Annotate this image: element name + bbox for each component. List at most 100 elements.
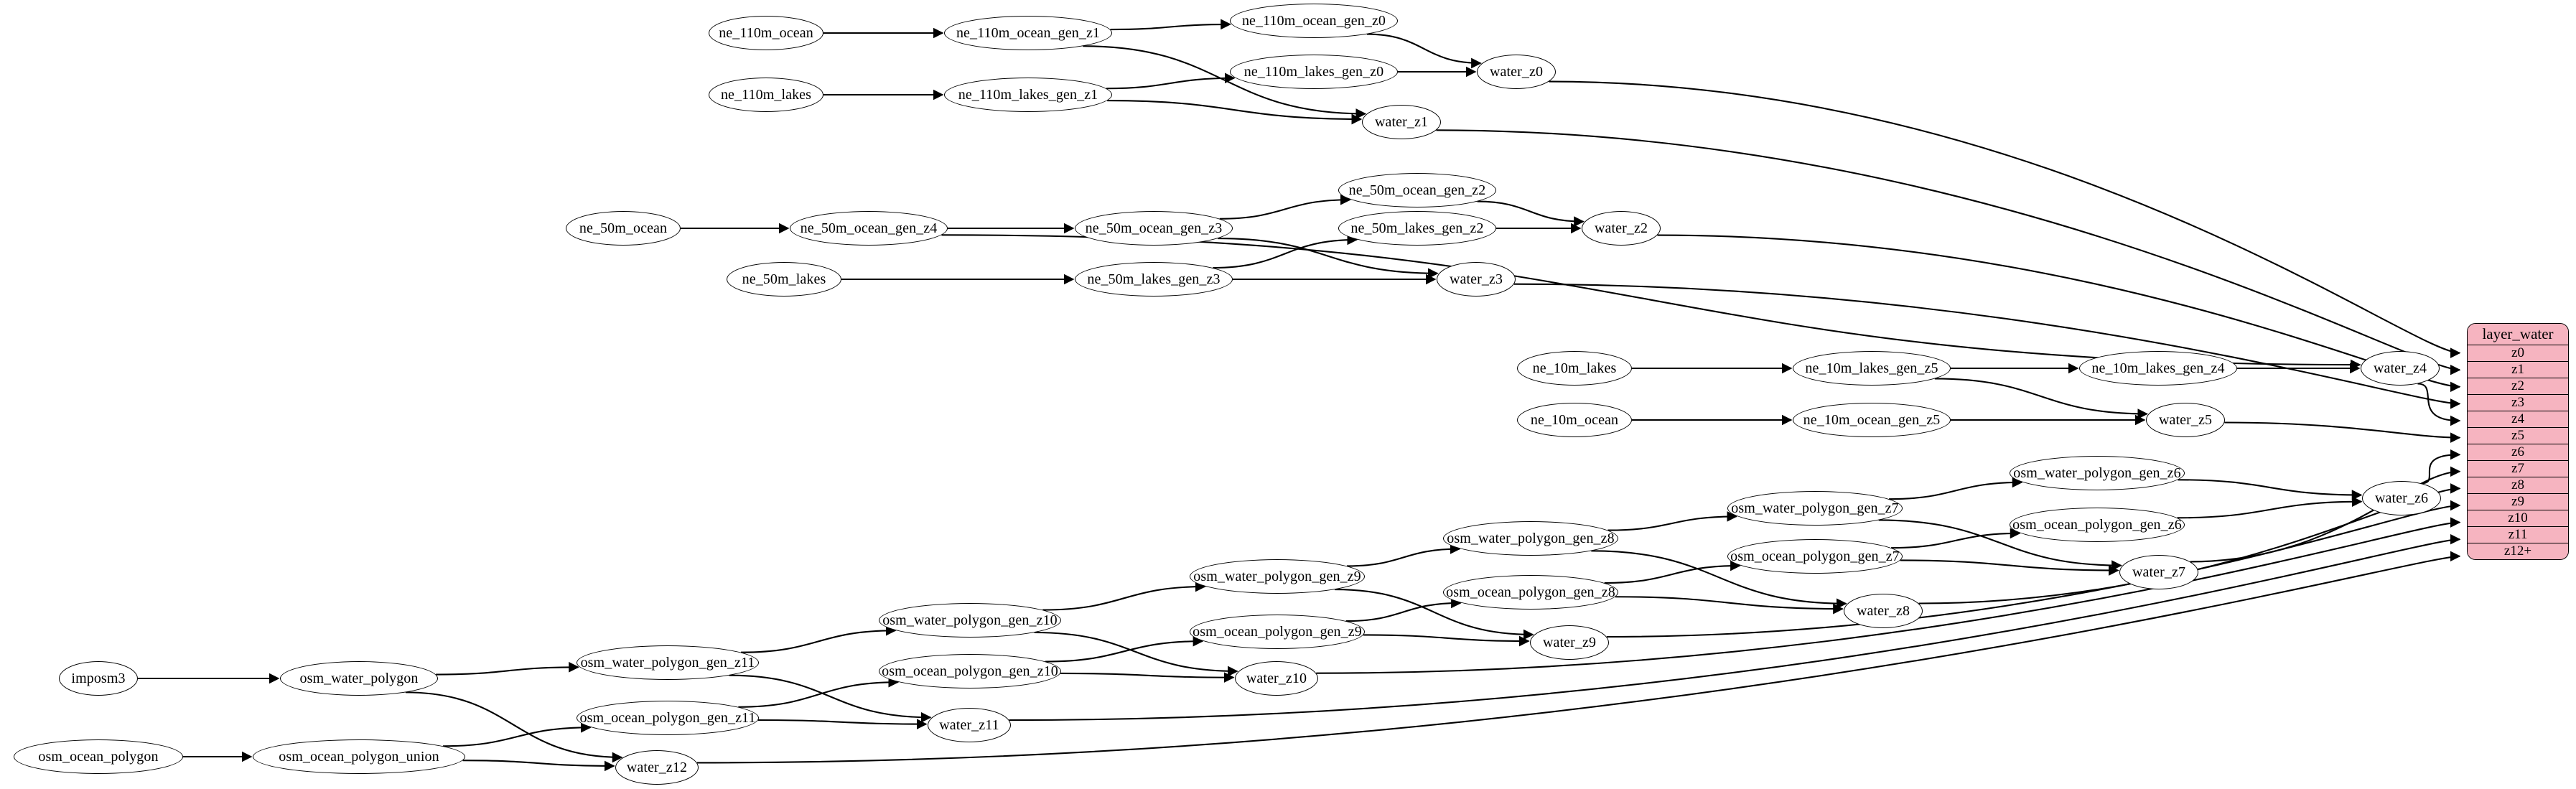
node-label: osm_water_polygon: [299, 671, 419, 686]
node-osm_water_polygon_gen_z6[interactable]: osm_water_polygon_gen_z6: [2010, 456, 2185, 490]
node-label: ne_50m_lakes_gen_z3: [1087, 271, 1221, 287]
node-water_z2[interactable]: water_z2: [1582, 211, 1661, 246]
node-label: osm_water_polygon_gen_z10: [882, 612, 1058, 628]
node-osm_ocean_polygon_gen_z11[interactable]: osm_ocean_polygon_gen_z11: [577, 701, 759, 735]
node-ne_50m_ocean_gen_z3[interactable]: ne_50m_ocean_gen_z3: [1075, 211, 1233, 246]
node-label: ne_110m_ocean_gen_z0: [1241, 13, 1386, 29]
node-label: water_z11: [939, 717, 999, 733]
edge-ne_110m_lakes_gen_z1-to-water_z1: [1107, 100, 1363, 125]
legend-row-z10: z10: [2468, 510, 2568, 527]
legend-row-z7: z7: [2468, 461, 2568, 477]
legend-row-z6: z6: [2468, 444, 2568, 461]
node-label: osm_ocean_polygon_gen_z10: [882, 663, 1058, 679]
node-osm_water_polygon_gen_z10[interactable]: osm_water_polygon_gen_z10: [879, 603, 1061, 638]
node-label: water_z3: [1449, 271, 1503, 287]
legend-row-z5: z5: [2468, 428, 2568, 444]
node-label: ne_50m_lakes: [742, 271, 826, 287]
node-osm_ocean_polygon_union[interactable]: osm_ocean_polygon_union: [253, 739, 465, 774]
node-water_z8[interactable]: water_z8: [1844, 594, 1923, 628]
legend-row-z9: z9: [2468, 494, 2568, 510]
node-water_z1[interactable]: water_z1: [1362, 105, 1441, 139]
node-water_z4[interactable]: water_z4: [2361, 351, 2440, 386]
node-osm_water_polygon[interactable]: osm_water_polygon: [280, 661, 438, 696]
node-osm_ocean_polygon_gen_z7[interactable]: osm_ocean_polygon_gen_z7: [1727, 539, 1903, 574]
node-ne_50m_lakes[interactable]: ne_50m_lakes: [727, 262, 841, 297]
node-label: ne_110m_lakes_gen_z0: [1243, 64, 1384, 80]
node-label: osm_water_polygon_gen_z9: [1193, 569, 1361, 584]
node-water_z9[interactable]: water_z9: [1530, 625, 1609, 660]
node-label: osm_ocean_polygon_gen_z8: [1446, 584, 1615, 600]
edge-water_z0-to-layer_water_z0: [1549, 80, 2461, 358]
edge-osm_ocean_polygon_gen_z9-to-water_z9: [1363, 634, 1530, 647]
node-label: ne_10m_ocean: [1530, 412, 1619, 428]
node-label: ne_50m_ocean_gen_z2: [1348, 182, 1486, 198]
node-label: ne_110m_ocean: [719, 25, 813, 41]
node-label: ne_10m_lakes_gen_z5: [1805, 360, 1938, 376]
node-osm_water_polygon_gen_z8[interactable]: osm_water_polygon_gen_z8: [1443, 521, 1618, 556]
node-imposm3[interactable]: imposm3: [59, 661, 138, 696]
node-water_z7[interactable]: water_z7: [2119, 555, 2198, 589]
node-ne_50m_lakes_gen_z3[interactable]: ne_50m_lakes_gen_z3: [1075, 262, 1233, 297]
edge-ne_110m_ocean_gen_z0-to-water_z0: [1366, 33, 1482, 69]
node-ne_50m_ocean[interactable]: ne_50m_ocean: [566, 211, 681, 246]
node-osm_ocean_polygon_gen_z9[interactable]: osm_ocean_polygon_gen_z9: [1190, 615, 1365, 649]
node-osm_water_polygon_gen_z11[interactable]: osm_water_polygon_gen_z11: [577, 645, 759, 680]
legend-row-z0: z0: [2468, 345, 2568, 362]
edge-osm_ocean_polygon_gen_z7-to-water_z7: [1900, 559, 2119, 576]
node-ne_10m_ocean_gen_z5[interactable]: ne_10m_ocean_gen_z5: [1793, 403, 1951, 437]
legend-row-z12+: z12+: [2468, 543, 2568, 559]
node-ne_50m_ocean_gen_z4[interactable]: ne_50m_ocean_gen_z4: [790, 211, 948, 246]
edge-osm_ocean_polygon_gen_z8-to-water_z8: [1615, 596, 1844, 615]
node-water_z10[interactable]: water_z10: [1235, 661, 1318, 696]
node-label: osm_ocean_polygon: [38, 749, 159, 765]
node-ne_110m_lakes[interactable]: ne_110m_lakes: [709, 78, 823, 112]
node-ne_110m_lakes_gen_z1[interactable]: ne_110m_lakes_gen_z1: [944, 78, 1112, 112]
node-osm_ocean_polygon[interactable]: osm_ocean_polygon: [14, 739, 183, 774]
node-ne_110m_lakes_gen_z0[interactable]: ne_110m_lakes_gen_z0: [1230, 55, 1398, 89]
edge-ne_110m_lakes_gen_z1-to-ne_110m_lakes_gen_z0: [1106, 73, 1236, 90]
edge-ne_50m_ocean_gen_z4-to-water_z4: [941, 234, 2361, 370]
edge-osm_ocean_polygon_gen_z6-to-water_z6: [2177, 496, 2363, 519]
node-osm_ocean_polygon_gen_z10[interactable]: osm_ocean_polygon_gen_z10: [879, 654, 1061, 688]
node-water_z12[interactable]: water_z12: [615, 750, 699, 785]
node-water_z6[interactable]: water_z6: [2362, 481, 2441, 515]
node-water_z3[interactable]: water_z3: [1437, 262, 1516, 297]
node-label: ne_50m_ocean_gen_z3: [1085, 220, 1223, 236]
edge-osm_water_polygon_gen_z8-to-osm_water_polygon_gen_z7: [1607, 511, 1738, 531]
node-ne_110m_ocean[interactable]: ne_110m_ocean: [709, 16, 823, 50]
node-ne_110m_ocean_gen_z1[interactable]: ne_110m_ocean_gen_z1: [944, 16, 1112, 50]
edge-osm_ocean_polygon_gen_z11-to-osm_ocean_polygon_gen_z10: [738, 676, 900, 708]
node-osm_water_polygon_gen_z7[interactable]: osm_water_polygon_gen_z7: [1727, 491, 1903, 526]
node-label: osm_ocean_polygon_gen_z9: [1193, 624, 1362, 640]
edge-ne_50m_ocean_gen_z3-to-ne_50m_ocean_gen_z2: [1219, 194, 1351, 220]
node-label: osm_water_polygon_gen_z11: [580, 655, 755, 671]
node-label: imposm3: [71, 671, 126, 686]
node-label: ne_50m_ocean_gen_z4: [800, 220, 938, 236]
node-osm_ocean_polygon_gen_z8[interactable]: osm_ocean_polygon_gen_z8: [1443, 575, 1618, 610]
edge-osm_ocean_polygon_gen_z8-to-osm_ocean_polygon_gen_z7: [1604, 560, 1741, 584]
edge-osm_water_polygon_gen_z10-to-osm_water_polygon_gen_z9: [1042, 581, 1206, 611]
node-osm_ocean_polygon_gen_z6[interactable]: osm_ocean_polygon_gen_z6: [2010, 508, 2185, 542]
node-label: water_z6: [2374, 490, 2429, 506]
edge-ne_110m_ocean_gen_z1-to-ne_110m_ocean_gen_z0: [1110, 19, 1231, 31]
legend-row-z8: z8: [2468, 477, 2568, 494]
node-ne_10m_lakes[interactable]: ne_10m_lakes: [1517, 351, 1632, 386]
edge-osm_ocean_polygon_gen_z11-to-water_z11: [757, 719, 928, 729]
node-osm_water_polygon_gen_z9[interactable]: osm_water_polygon_gen_z9: [1190, 559, 1365, 594]
legend-row-z2: z2: [2468, 378, 2568, 395]
node-ne_10m_lakes_gen_z5[interactable]: ne_10m_lakes_gen_z5: [1793, 351, 1951, 386]
node-water_z5[interactable]: water_z5: [2146, 403, 2225, 437]
node-ne_10m_ocean[interactable]: ne_10m_ocean: [1517, 403, 1632, 437]
node-water_z0[interactable]: water_z0: [1477, 55, 1556, 89]
node-ne_50m_lakes_gen_z2[interactable]: ne_50m_lakes_gen_z2: [1338, 211, 1496, 246]
node-water_z11[interactable]: water_z11: [928, 708, 1011, 742]
node-label: osm_water_polygon_gen_z7: [1731, 500, 1899, 516]
legend-row-z4: z4: [2468, 411, 2568, 428]
node-ne_110m_ocean_gen_z0[interactable]: ne_110m_ocean_gen_z0: [1230, 4, 1398, 38]
node-ne_10m_lakes_gen_z4[interactable]: ne_10m_lakes_gen_z4: [2079, 351, 2237, 386]
node-ne_50m_ocean_gen_z2[interactable]: ne_50m_ocean_gen_z2: [1338, 173, 1496, 207]
node-label: ne_110m_ocean_gen_z1: [956, 25, 1101, 41]
